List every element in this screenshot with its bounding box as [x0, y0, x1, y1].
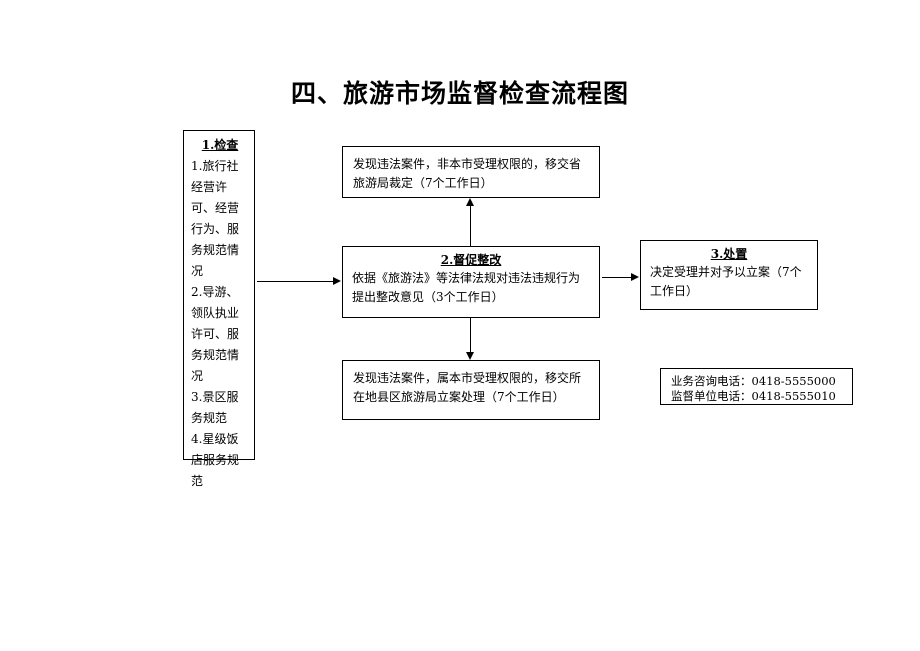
list-item: 1.旅行社经营许可、经营行为、服务规范情况 [191, 159, 240, 278]
contact-info-box: 业务咨询电话：0418-5555000 监督单位电话：0418-5555010 [660, 368, 853, 405]
contact-consultation-phone: 业务咨询电话：0418-5555000 [671, 374, 836, 388]
node-transfer-local-body: 发现违法案件，属本市受理权限的，移交所在地县区旅游局立案处理（7个工作日） [353, 371, 582, 404]
connector-rectify-to-transfer-province-arrowhead [466, 198, 474, 206]
node-inspect-header: 1.检查 [201, 138, 239, 152]
connector-inspect-to-rectify-line [257, 281, 334, 282]
node-inspect-items: 1.旅行社经营许可、经营行为、服务规范情况 2.导游、领队执业许可、服务规范情况… [191, 156, 249, 492]
connector-rectify-to-disposal-arrowhead [631, 273, 639, 281]
connector-rectify-to-disposal-line [602, 277, 632, 278]
connector-rectify-to-transfer-local-arrowhead [466, 352, 474, 360]
node-rectify-header: 2.督促整改 [440, 253, 502, 267]
node-transfer-local: 发现违法案件，属本市受理权限的，移交所在地县区旅游局立案处理（7个工作日） [342, 360, 600, 420]
node-disposal-body: 决定受理并对予以立案（7个工作日） [650, 265, 802, 298]
node-rectify-body: 依据《旅游法》等法律法规对违法违规行为提出整改意见（3个工作日） [352, 271, 581, 304]
list-item: 4.星级饭店服务规范 [191, 432, 240, 488]
node-transfer-province: 发现违法案件，非本市受理权限的，移交省旅游局裁定（7个工作日） [342, 146, 600, 198]
list-item: 3.景区服务规范 [191, 390, 239, 425]
node-disposal-header: 3.处置 [710, 247, 748, 261]
node-transfer-province-body: 发现违法案件，非本市受理权限的，移交省旅游局裁定（7个工作日） [353, 157, 582, 190]
connector-rectify-to-transfer-local-line [470, 318, 471, 352]
contact-supervision-phone: 监督单位电话：0418-5555010 [671, 389, 836, 403]
list-item: 2.导游、领队执业许可、服务规范情况 [191, 285, 240, 383]
connector-rectify-to-transfer-province-line [470, 206, 471, 246]
connector-inspect-to-rectify-arrowhead [333, 277, 341, 285]
node-rectify: 2.督促整改 依据《旅游法》等法律法规对违法违规行为提出整改意见（3个工作日） [342, 246, 600, 318]
node-disposal: 3.处置 决定受理并对予以立案（7个工作日） [640, 240, 818, 310]
node-inspect: 1.检查 1.旅行社经营许可、经营行为、服务规范情况 2.导游、领队执业许可、服… [183, 130, 255, 488]
page-title: 四、旅游市场监督检查流程图 [290, 79, 629, 108]
